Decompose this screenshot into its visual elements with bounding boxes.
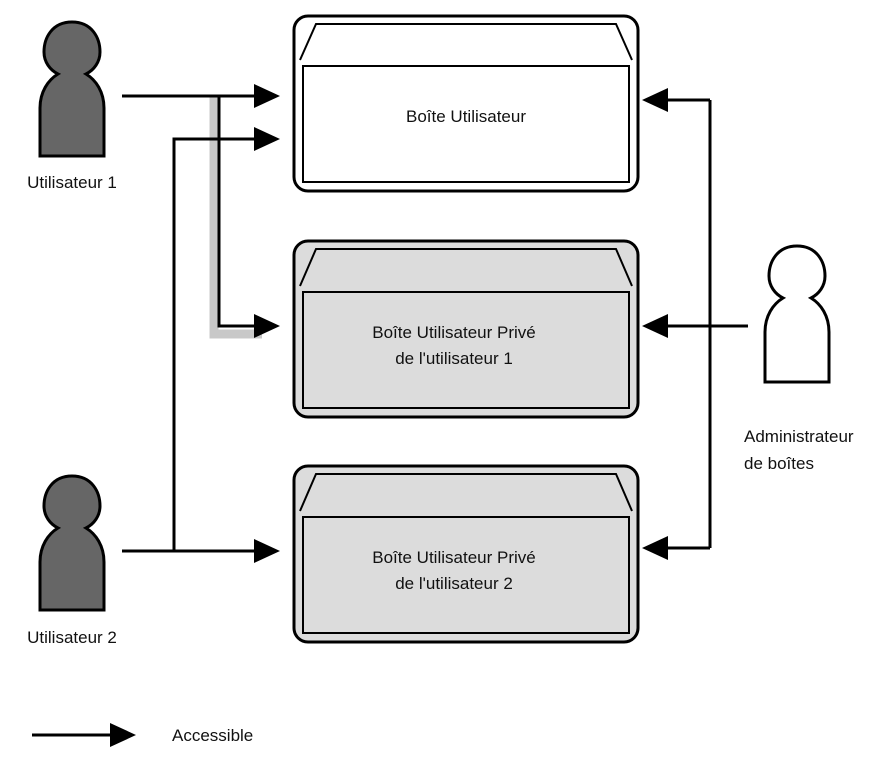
legend-label: Accessible [172, 726, 253, 745]
connectors [122, 94, 748, 553]
user-box: Boîte Utilisateur [292, 14, 640, 193]
private-box-1-label-line1: Boîte Utilisateur Privé [372, 323, 535, 342]
arrow-heads [254, 84, 668, 563]
admin-label-line2: de boîtes [744, 454, 814, 473]
user-1-label: Utilisateur 1 [27, 173, 117, 192]
admin-outline-icon [763, 244, 831, 384]
private-box-2: Boîte Utilisateur Privé de l'utilisateur… [292, 464, 640, 644]
arrow-head-icon [642, 536, 668, 560]
user-silhouette-icon [38, 474, 106, 612]
arrow-head-icon [642, 88, 668, 112]
user-2: Utilisateur 2 [27, 474, 117, 647]
user-2-label: Utilisateur 2 [27, 628, 117, 647]
arrow-head-icon [254, 84, 280, 108]
arrow-right-icon [110, 723, 136, 747]
user-box-label: Boîte Utilisateur [406, 107, 526, 126]
user-1: Utilisateur 1 [27, 20, 117, 192]
arrow-user1-to-private1 [217, 96, 254, 328]
private-box-1: Boîte Utilisateur Privé de l'utilisateur… [292, 239, 640, 419]
arrow-head-icon [254, 314, 280, 338]
highlight-path [209, 96, 262, 339]
admin-label-line1: Administrateur [744, 427, 854, 446]
user-silhouette-icon [38, 20, 106, 158]
private-box-1-label-line2: de l'utilisateur 1 [395, 349, 513, 368]
arrow-head-icon [642, 314, 668, 338]
private-box-2-label-line2: de l'utilisateur 2 [395, 574, 513, 593]
private-box-2-label-line1: Boîte Utilisateur Privé [372, 548, 535, 567]
arrow-user2-to-userbox [172, 137, 254, 551]
arrow-head-icon [254, 127, 280, 151]
admin: Administrateur de boîtes [744, 244, 854, 473]
arrow-head-icon [254, 539, 280, 563]
legend: Accessible [32, 723, 253, 747]
